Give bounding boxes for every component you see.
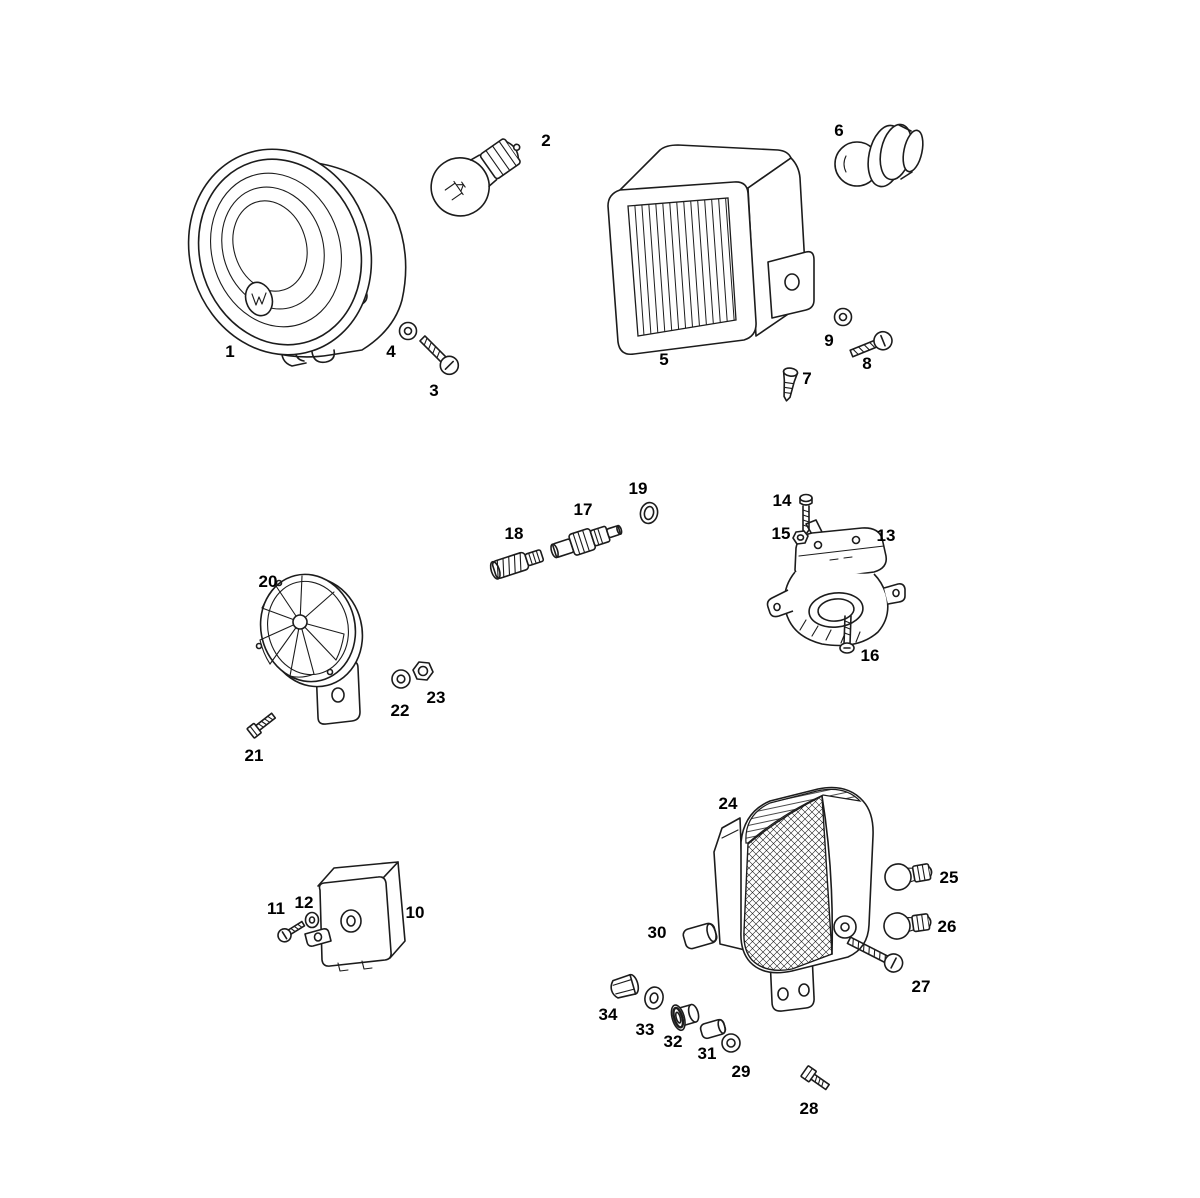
headlight-bulb-drawing — [430, 138, 521, 217]
part-label-7: 7 — [802, 369, 812, 388]
part-label-29: 29 — [731, 1062, 751, 1081]
part-label-12: 12 — [294, 893, 314, 912]
cable-end-drawing — [489, 549, 545, 580]
part-label-5: 5 — [659, 350, 669, 369]
flasher-relay-drawing — [317, 861, 406, 972]
part-label-21: 21 — [244, 746, 264, 765]
part-label-11: 11 — [267, 899, 285, 918]
washer-4-drawing — [398, 321, 418, 341]
bulb-26-drawing — [883, 912, 932, 940]
clip-drawing — [304, 911, 332, 947]
washer-22-drawing — [391, 669, 411, 689]
bulb-25-drawing — [884, 863, 933, 891]
part-label-34: 34 — [598, 1005, 618, 1024]
plug-connector-drawing — [550, 524, 623, 559]
screw-8-drawing — [849, 330, 893, 358]
headlamp-unit-drawing — [607, 144, 815, 356]
sleeve-drawing — [699, 1018, 727, 1040]
part-label-9: 9 — [824, 331, 834, 350]
screw-27-drawing — [846, 936, 904, 973]
part-label-2: 2 — [541, 131, 551, 150]
part-label-13: 13 — [876, 526, 896, 545]
handlebar-switch-drawing — [766, 519, 906, 647]
part-label-19: 19 — [628, 479, 648, 498]
part-label-3: 3 — [429, 381, 439, 400]
screw-14-drawing — [799, 493, 813, 535]
part-label-26: 26 — [937, 917, 957, 936]
part-label-20: 20 — [258, 572, 278, 591]
part-label-28: 28 — [799, 1099, 819, 1118]
nut-34-drawing — [610, 973, 640, 999]
part-label-17: 17 — [573, 500, 593, 519]
nut-23-drawing — [412, 661, 434, 681]
part-label-27: 27 — [911, 977, 931, 996]
washer-29-drawing — [721, 1033, 741, 1053]
screw-11-drawing — [277, 920, 306, 943]
part-label-22: 22 — [390, 701, 410, 720]
washer-33-drawing — [644, 986, 664, 1010]
part-label-16: 16 — [860, 646, 880, 665]
horn-drawing — [255, 573, 364, 725]
screw-21-drawing — [246, 712, 277, 739]
part-label-18: 18 — [504, 524, 524, 543]
nut-15-drawing — [792, 530, 809, 545]
part-label-23: 23 — [426, 688, 446, 707]
tail-light-drawing — [713, 786, 874, 1012]
part-label-4: 4 — [386, 342, 396, 361]
bulb-socket-drawing — [834, 123, 924, 188]
part-label-33: 33 — [635, 1020, 655, 1039]
part-label-24: 24 — [718, 794, 738, 813]
part-label-25: 25 — [939, 868, 959, 887]
screw-3-drawing — [419, 335, 460, 376]
part-label-15: 15 — [771, 524, 791, 543]
part-label-31: 31 — [697, 1044, 717, 1063]
part-label-10: 10 — [405, 903, 425, 922]
spacer-drawing — [682, 922, 718, 950]
part-label-8: 8 — [862, 354, 872, 373]
part-label-1: 1 — [225, 342, 235, 361]
screw-7-drawing — [782, 367, 799, 402]
part-label-14: 14 — [772, 491, 792, 510]
grommet-drawing — [670, 1003, 700, 1032]
part-label-6: 6 — [834, 121, 844, 140]
part-label-32: 32 — [663, 1032, 683, 1051]
screw-28-drawing — [800, 1065, 830, 1091]
washer-9-drawing — [833, 307, 853, 327]
headlight-shell-drawing — [187, 148, 407, 367]
clamp-screw-drawing — [839, 615, 855, 654]
seal-ring-drawing — [639, 501, 659, 525]
part-label-30: 30 — [647, 923, 667, 942]
